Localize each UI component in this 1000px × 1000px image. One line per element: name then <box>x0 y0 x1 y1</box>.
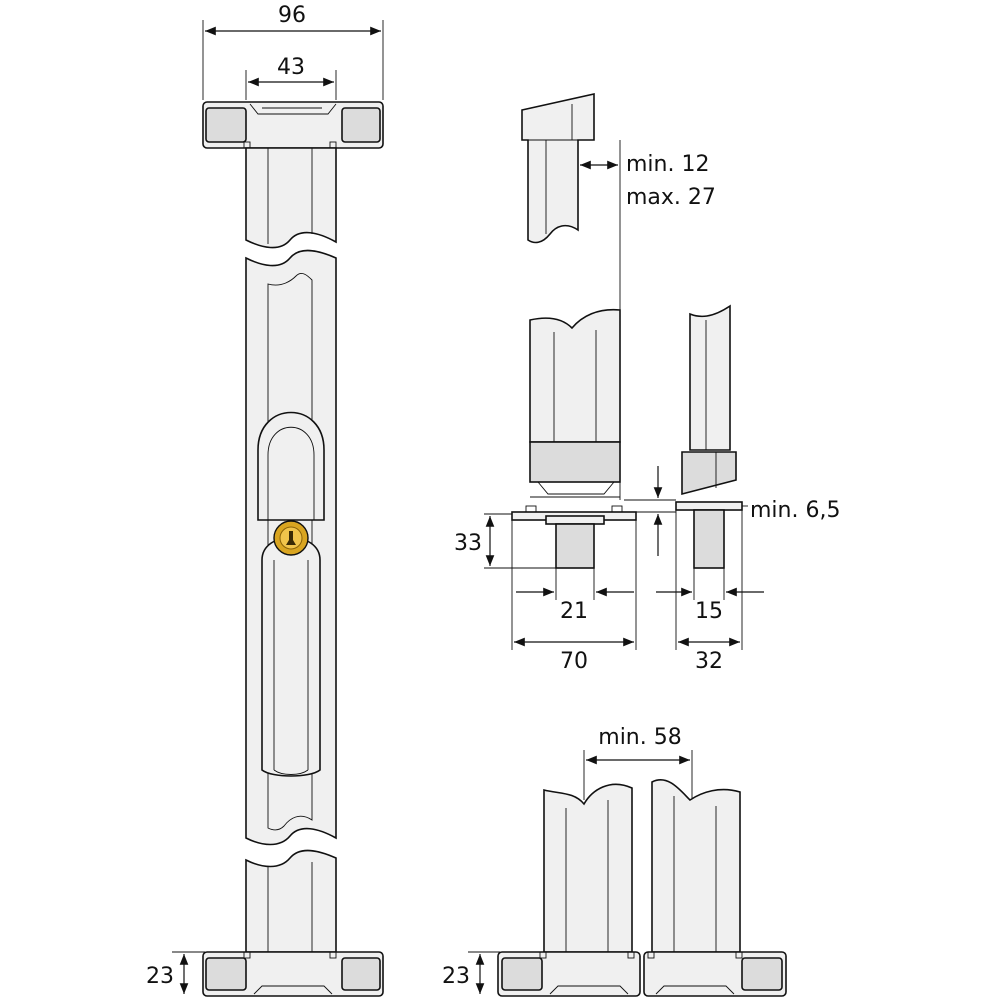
label-43: 43 <box>277 55 305 80</box>
upper-bracket-detail <box>521 93 595 244</box>
dimension-inner-width: 43 <box>245 55 337 100</box>
label-min-6-5: min. 6,5 <box>750 498 840 523</box>
double-bar-assembly <box>497 779 787 997</box>
bottom-cap-left <box>497 951 641 997</box>
handle-grip <box>257 411 325 521</box>
dimension-min-spacing: min. 58 <box>583 725 693 800</box>
dimension-end-cap-right: 23 <box>442 951 500 994</box>
main-bar-assembly <box>202 101 384 997</box>
bottom-cap-right <box>643 951 787 997</box>
label-33: 33 <box>454 531 482 556</box>
upper-bar-segment <box>245 147 337 249</box>
dimension-side-width: 32 <box>678 637 740 674</box>
top-end-cap <box>202 101 384 149</box>
label-32: 32 <box>695 649 723 674</box>
label-min-12: min. 12 <box>626 152 709 177</box>
dimension-total-width: 96 <box>202 3 384 100</box>
middle-bar-segment <box>245 249 337 846</box>
label-15: 15 <box>695 599 723 624</box>
label-21: 21 <box>560 599 588 624</box>
label-96: 96 <box>278 3 306 28</box>
bottom-end-cap <box>202 951 384 997</box>
frame-profile-side <box>681 304 737 496</box>
dimension-bracket-inner: 21 <box>516 568 634 624</box>
lower-bar-segment <box>245 849 337 953</box>
dimension-bracket-height: 33 <box>454 513 556 569</box>
frame-profile-front <box>529 308 621 498</box>
left-bar-stub <box>543 783 633 953</box>
label-23-right: 23 <box>442 964 470 989</box>
dimension-gap-height: min. 6,5 <box>624 466 840 556</box>
label-70: 70 <box>560 649 588 674</box>
lock-cylinder-icon <box>273 520 309 556</box>
dimension-side-inner: 15 <box>656 568 764 624</box>
label-min-58: min. 58 <box>598 725 681 750</box>
dimension-clearance: min. 12 max. 27 <box>580 140 716 500</box>
dimension-bracket-width: 70 <box>514 637 634 674</box>
label-23-left: 23 <box>146 964 174 989</box>
right-bar-stub <box>651 779 741 953</box>
label-max-27: max. 27 <box>626 185 716 210</box>
dimension-end-cap-left: 23 <box>146 951 205 994</box>
strike-plate-side <box>675 501 743 650</box>
strike-plate-front <box>511 505 637 650</box>
